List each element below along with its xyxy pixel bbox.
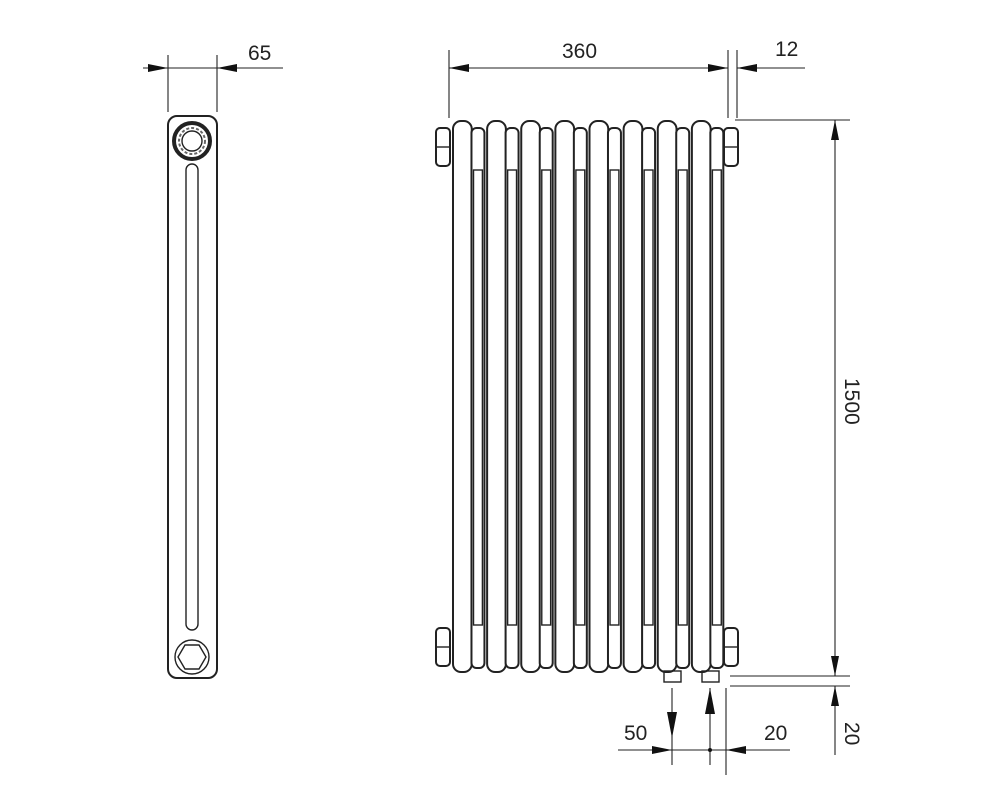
pipe-spacing-label: 50 (624, 722, 647, 745)
radiator-column-rear (641, 127, 657, 669)
radiator-column (452, 120, 473, 673)
radiator-column (690, 120, 712, 673)
radiator-column (622, 120, 644, 673)
column-gap (506, 169, 518, 626)
column-gap (541, 169, 552, 626)
radiator-column (520, 120, 542, 673)
radiator-column-rear (709, 127, 725, 669)
radiator-column-rear (538, 127, 554, 669)
column-gap (609, 169, 620, 626)
width-label: 360 (562, 40, 597, 63)
radiator-column (588, 120, 610, 673)
height-label: 1500 (840, 378, 863, 425)
depth-label: 65 (248, 42, 271, 65)
bottom-connection (174, 639, 210, 675)
ring-thread (178, 127, 206, 155)
front-view (435, 120, 739, 673)
side-view-slot (185, 163, 199, 631)
column-gap (677, 169, 688, 626)
dimension-width: 360 12 (448, 38, 805, 118)
column-gap (575, 169, 586, 626)
radiator-column-rear (675, 127, 691, 669)
dimension-pipes: 50 20 (618, 670, 790, 775)
column-gap (711, 169, 722, 626)
side-offset-label: 12 (775, 38, 798, 61)
top-connection-bore (181, 130, 203, 152)
radiator-column (554, 120, 576, 673)
return-arrow-up (705, 688, 715, 714)
radiator-column (486, 120, 507, 673)
radiator-column-rear (572, 127, 588, 669)
radiator-column-rear (606, 127, 622, 669)
side-view (167, 115, 218, 679)
radiator-column-rear (504, 127, 520, 669)
flow-pipe (663, 670, 682, 683)
bottom-nut (177, 644, 207, 670)
radiator-column (656, 120, 678, 673)
pipe-offset-label: 20 (764, 722, 787, 745)
dimension-height: 1500 20 (730, 119, 863, 755)
dimension-depth: 65 (143, 42, 283, 112)
flow-arrow-down (667, 712, 677, 738)
return-pipe (701, 670, 720, 683)
side-view-body (167, 115, 218, 679)
radiator-column-rear (470, 127, 486, 669)
column-gap (643, 169, 654, 626)
bottom-offset-label: 20 (840, 722, 863, 745)
column-gap (472, 169, 484, 626)
